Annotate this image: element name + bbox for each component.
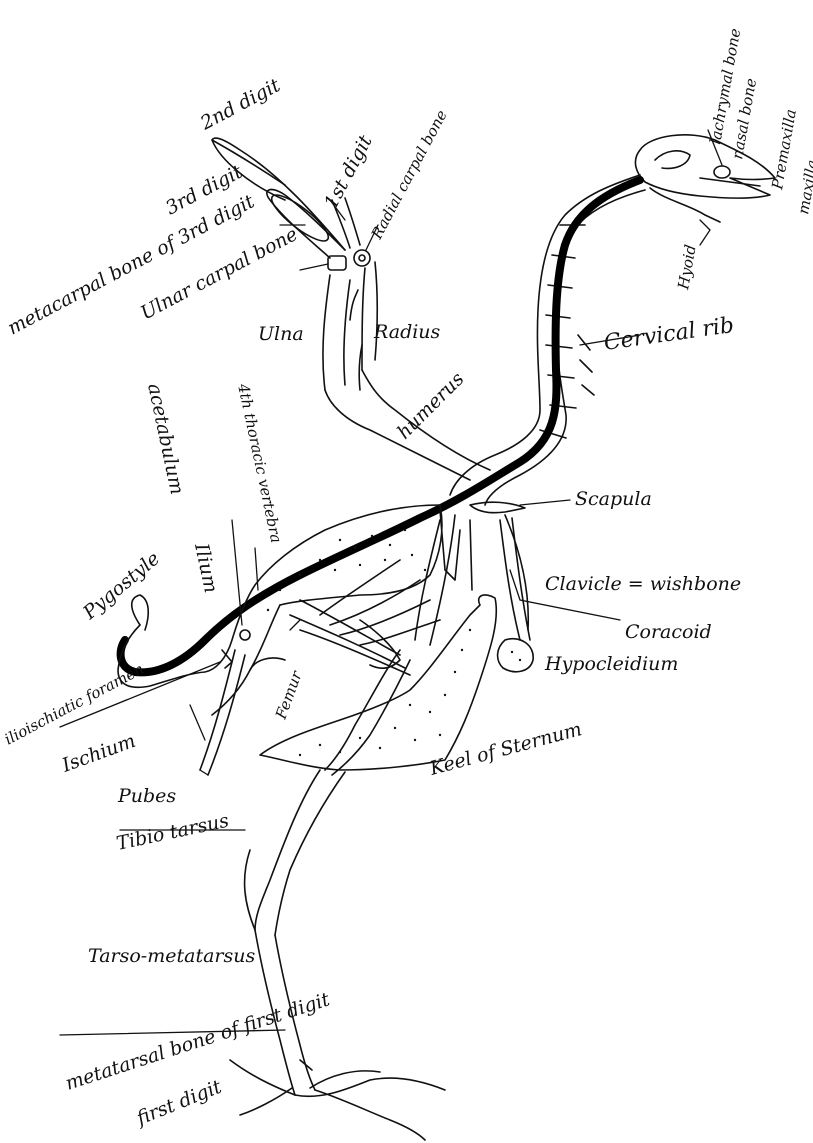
label-acetabulum: acetabulum [143,381,188,496]
label-pubes: Pubes [117,785,176,807]
label-first-digit-foot: first digit [132,1076,225,1131]
label-femur: Femur [272,668,306,722]
leg [230,620,445,1140]
label-scapula: Scapula [575,488,652,510]
label-tibiotarsus: Tibio tarsus [114,810,231,855]
label-coracoid: Coracoid [625,621,712,643]
skull [635,135,775,222]
label-tarsometatarsus: Tarso-metatarsus [88,945,255,967]
label-clavicle: Clavicle = wishbone [545,573,741,595]
label-humerus: humerus [393,368,469,444]
ilium-texture [267,529,426,611]
label-pygostyle: Pygostyle [78,547,164,624]
label-cervical-rib: Cervical rib [602,313,735,356]
label-fourth-thoracic: 4th thoracic vertebra [234,381,286,545]
labels: 2nd digit 3rd digit 1st digit Radial car… [1,27,813,1131]
pelvis [118,505,442,775]
label-ulna: Ulna [258,323,304,345]
label-ilium: Ilium [190,540,222,594]
label-radial-carpal: Radial carpal bone [367,107,451,243]
label-metatarsal-first: metatarsal bone of first digit [63,988,333,1094]
label-maxilla: maxilla [794,158,813,215]
label-premaxilla: Premaxilla [768,108,800,192]
label-second-digit: 2nd digit [196,74,284,135]
label-ischium: Ischium [58,730,138,777]
label-first-digit: 1st digit [320,131,377,212]
label-hyoid: Hyoid [674,243,700,291]
label-radius: Radius [373,321,441,343]
label-hypocleidium: Hypocleidium [544,653,678,675]
spinal-cord [121,180,640,672]
